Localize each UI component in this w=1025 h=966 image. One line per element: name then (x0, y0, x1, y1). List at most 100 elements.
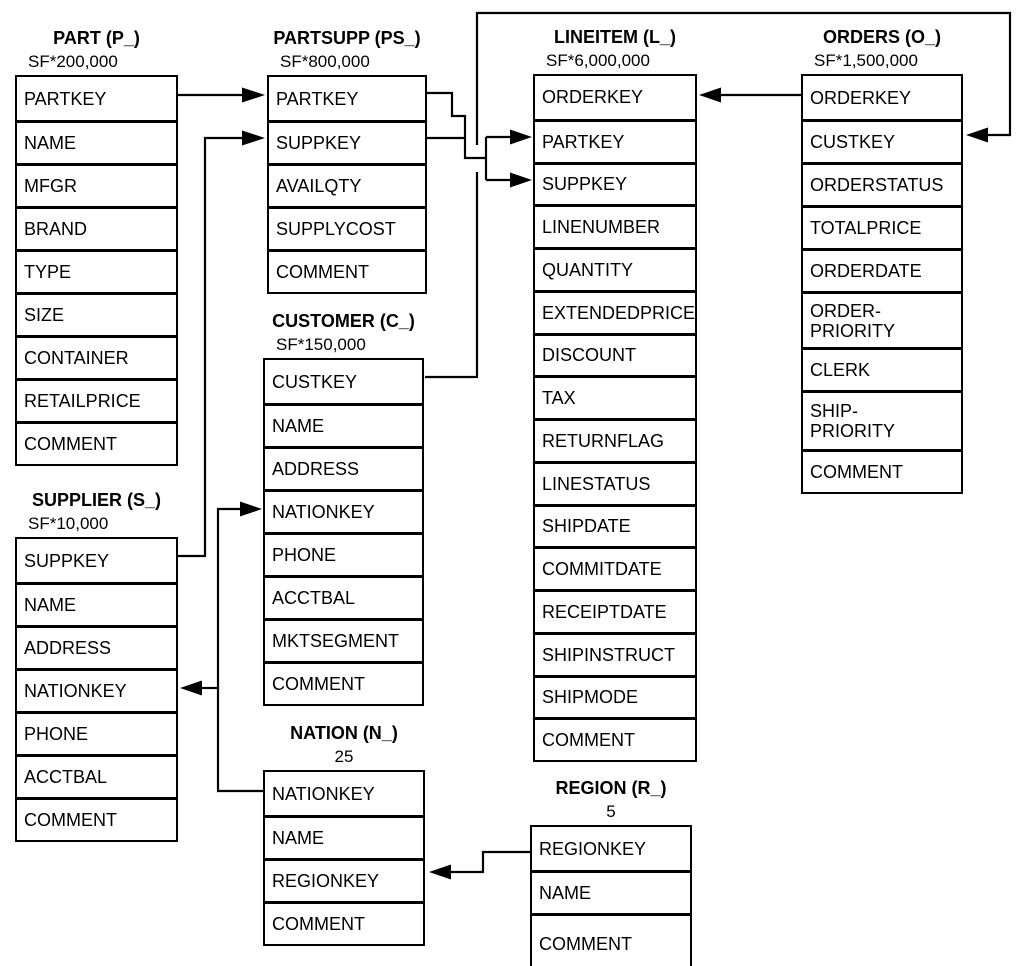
orders-column-clerk: CLERK (803, 347, 961, 390)
part-column-brand: BRAND (17, 206, 176, 249)
customer-column-phone: PHONE (265, 532, 422, 575)
supplier-column-phone: PHONE (17, 711, 176, 754)
supplier-column-acctbal: ACCTBAL (17, 754, 176, 797)
lineitem-column-discount: DISCOUNT (535, 332, 695, 376)
lineitem-column-returnflag: RETURNFLAG (535, 418, 695, 461)
customer-column-name: NAME (265, 403, 422, 446)
table-title-lineitem: LINEITEM (L_) (554, 27, 676, 47)
partsupp-column-availqty: AVAILQTY (269, 163, 425, 206)
supplier-column-comment: COMMENT (17, 797, 176, 840)
lineitem-column-linenumber: LINENUMBER (535, 204, 695, 247)
customer-custkey-exit-line (425, 172, 479, 379)
arrowhead-into-nation-regionkey (429, 864, 451, 880)
customer-column-mktsegment: MKTSEGMENT (265, 618, 422, 661)
region-column-comment: COMMENT (532, 913, 690, 966)
part-column-retailprice: RETAILPRICE (17, 378, 176, 421)
arrowhead-into-partsupp-partkey (242, 87, 265, 103)
arrowhead-into-lineitem-suppkey (510, 172, 532, 188)
table-title-customer: CUSTOMER (C_) (272, 311, 415, 331)
part-column-type: TYPE (17, 249, 176, 292)
partsupp-column-partkey: PARTKEY (276, 88, 359, 109)
supplier-column-address: ADDRESS (17, 625, 176, 668)
lineitem-column-extendedprice: EXTENDEDPRICE (535, 289, 695, 333)
table-title-partsupp: PARTSUPP (PS_) (273, 28, 421, 48)
lineitem-column-shipdate: SHIPDATE (535, 503, 695, 547)
arrowhead-into-partsupp-suppkey (242, 130, 265, 146)
orders-column-custkey: CUSTKEY (803, 119, 961, 162)
part-column-mfgr: MFGR (17, 163, 176, 206)
orders-column-totalprice: TOTALPRICE (803, 205, 961, 248)
lineitem-column-commitdate: COMMITDATE (535, 546, 695, 589)
part-column-partkey: PARTKEY (24, 88, 107, 109)
supplier-column-name: NAME (17, 582, 176, 625)
table-cardinality-lineitem: SF*6,000,000 (546, 51, 650, 70)
part-column-name: NAME (17, 120, 176, 163)
supplier-column-suppkey: SUPPKEY (24, 550, 110, 571)
table-title-part: PART (P_) (53, 28, 140, 48)
table-cardinality-supplier: SF*10,000 (28, 514, 109, 533)
arrowhead-into-customer-nationkey (240, 501, 262, 517)
nation-nationkey-trunk-line (216, 507, 263, 793)
lineitem-column-orderkey: ORDERKEY (542, 87, 644, 108)
table-cardinality-orders: SF*1,500,000 (814, 51, 918, 70)
customer-custkey-overtop-line (475, 11, 1012, 145)
customer-column-acctbal: ACCTBAL (265, 575, 422, 618)
part-column-size: SIZE (17, 292, 176, 335)
table-title-supplier: SUPPLIER (S_) (31, 490, 162, 510)
region-column-name: NAME (532, 870, 690, 913)
lineitem-column-shipmode: SHIPMODE (535, 674, 695, 718)
arrowhead-into-orders-custkey (966, 127, 988, 143)
partsupp-partkey-exit-line (427, 91, 486, 160)
table-title-orders: ORDERS (O_) (822, 27, 941, 47)
lineitem-column-tax: TAX (535, 375, 695, 418)
part-column-comment: COMMENT (17, 421, 176, 464)
orders-column-orderdate: ORDERDATE (803, 248, 961, 291)
customer-column-comment: COMMENT (265, 661, 422, 704)
lineitem-column-shipinstruct: SHIPINSTRUCT (535, 631, 695, 675)
supplier-column-nationkey: NATIONKEY (17, 668, 176, 711)
table-title-region: REGION (R_) (555, 778, 667, 798)
arrowhead-into-supplier-nationkey (180, 680, 202, 696)
table-title-nation: NATION (N_) (290, 723, 398, 743)
arrowhead-into-lineitem-partkey (510, 129, 532, 145)
region-regionkey-to-nation-regionkey-line (451, 850, 530, 874)
lineitem-column-quantity: QUANTITY (535, 247, 695, 290)
table-cardinality-partsupp: SF*800,000 (280, 52, 370, 71)
table-cardinality-region: 5 (606, 802, 616, 821)
nation-column-name: NAME (265, 815, 423, 858)
orders-column-order-priority: ORDER- PRIORITY (803, 291, 961, 347)
table-cardinality-nation: 25 (334, 747, 354, 766)
orders-column-orderkey: ORDERKEY (810, 87, 912, 108)
customer-column-custkey: CUSTKEY (272, 371, 358, 392)
partsupp-column-suppkey: SUPPKEY (269, 120, 425, 163)
part-column-container: CONTAINER (17, 335, 176, 378)
lineitem-column-receiptdate: RECEIPTDATE (535, 589, 695, 632)
customer-column-nationkey: NATIONKEY (265, 489, 422, 532)
supplier-suppkey-to-partsupp-suppkey-line (178, 136, 242, 558)
partsupp-column-comment: COMMENT (269, 249, 425, 292)
nation-column-comment: COMMENT (265, 901, 423, 944)
nation-column-nationkey: NATIONKEY (272, 783, 375, 804)
table-cardinality-customer: SF*150,000 (276, 335, 366, 354)
table-cardinality-part: SF*200,000 (28, 52, 118, 71)
orders-column-comment: COMMENT (803, 449, 961, 492)
nation-column-regionkey: REGIONKEY (265, 858, 423, 901)
arrowhead-into-lineitem-orderkey (699, 87, 721, 103)
lineitem-column-partkey: PARTKEY (535, 118, 695, 162)
orders-column-orderstatus: ORDERSTATUS (803, 162, 961, 205)
lineitem-column-suppkey: SUPPKEY (535, 161, 695, 205)
lineitem-column-comment: COMMENT (535, 717, 695, 760)
orders-column-ship-priority: SHIP- PRIORITY (803, 390, 961, 449)
customer-column-address: ADDRESS (265, 446, 422, 489)
lineitem-column-linestatus: LINESTATUS (535, 460, 695, 504)
region-column-regionkey: REGIONKEY (539, 838, 647, 859)
